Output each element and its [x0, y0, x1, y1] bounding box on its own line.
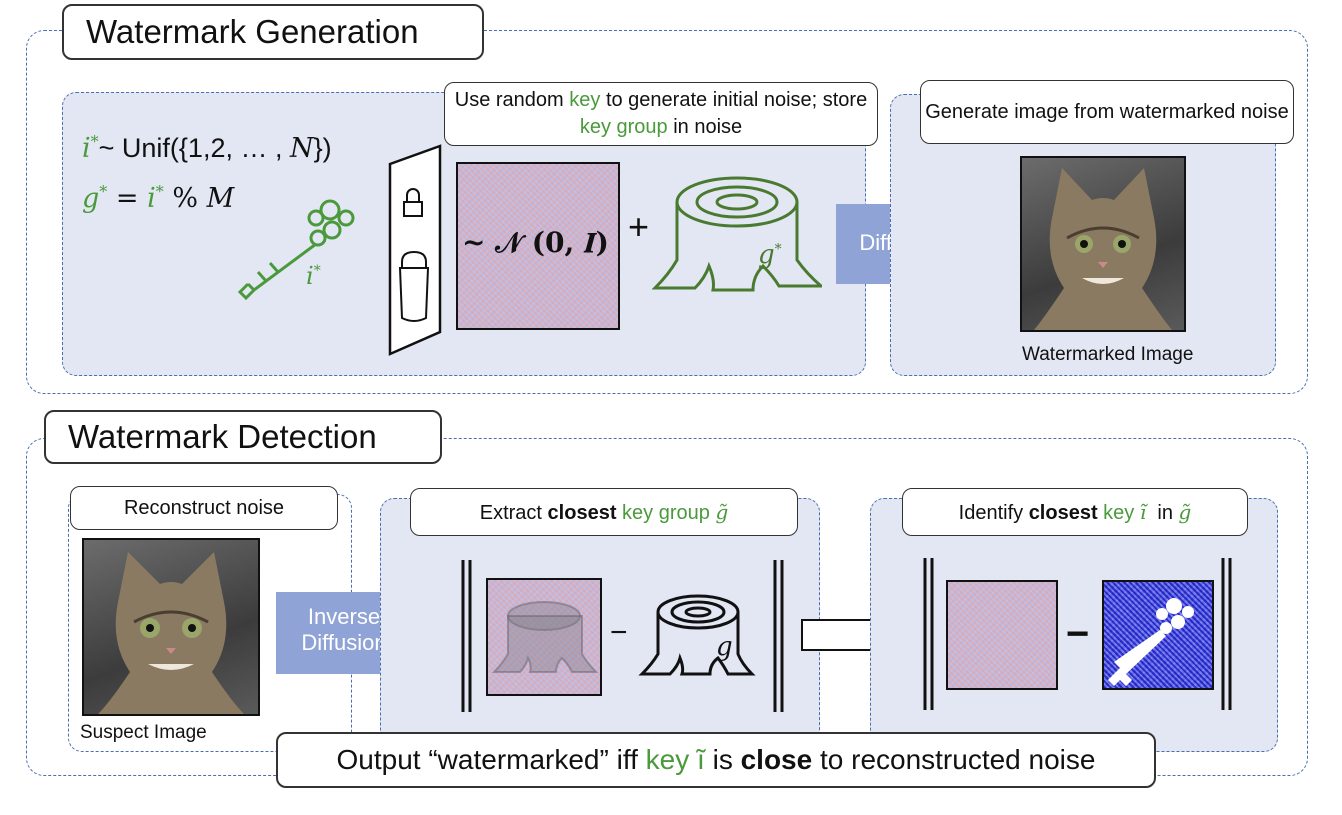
norm-bars-right-2 — [1221, 558, 1232, 710]
cat-picture — [98, 552, 244, 714]
inverse-diffusion-label: Inverse Diffusion — [301, 604, 387, 656]
norm-bars-left-1 — [461, 560, 472, 712]
faint-stump-icon — [491, 601, 599, 673]
key-noise-image — [1102, 580, 1214, 690]
step2-label: Generate image from watermarked noise — [920, 80, 1294, 144]
noise-distribution-label: ~ 𝒩 (𝟎, 𝑰) — [462, 226, 609, 259]
group-label: g* — [758, 240, 782, 270]
extract-label: Extract closest key group g̃ — [410, 488, 798, 536]
plus-sign: + — [628, 206, 650, 247]
stump-group-icon — [638, 594, 756, 676]
reconstructed-noise-image — [486, 578, 602, 696]
step1-label: Use random key to generate initial noise… — [444, 82, 878, 146]
cat-picture — [1034, 168, 1172, 330]
key-group-formula: g* = i* % M — [82, 182, 235, 214]
watermarked-image-caption: Watermarked Image — [1022, 344, 1194, 365]
norm-bars-left-2 — [923, 558, 934, 710]
generation-section — [26, 30, 1308, 394]
output-rule-box: Output “watermarked” iff key ĩ is close … — [276, 732, 1156, 788]
door-lock-salt-icon — [388, 144, 442, 356]
reconstruct-label: Reconstruct noise — [70, 486, 338, 530]
detection-title: Watermark Detection — [44, 410, 442, 464]
norm-bars-right-1 — [773, 560, 784, 712]
key-sample-formula: i*~ Unif({1,2, … , N}) — [82, 132, 332, 164]
key-icon — [237, 199, 355, 301]
key-icon — [1108, 598, 1194, 686]
residual-noise-image — [946, 580, 1058, 690]
suspect-cat-image — [82, 538, 260, 716]
initial-noise-image — [456, 162, 620, 330]
watermarked-cat-image — [1020, 156, 1186, 332]
key-label: i* — [306, 262, 321, 290]
identify-label: Identify closest key ĩ in g̃ — [902, 488, 1248, 536]
stump-key-group-icon — [652, 176, 822, 292]
group-g-label: g — [716, 632, 733, 662]
suspect-image-caption: Suspect Image — [80, 722, 207, 743]
minus-sign-2: − — [1066, 612, 1090, 656]
generation-title: Watermark Generation — [62, 4, 484, 60]
minus-sign-1: − — [610, 616, 628, 649]
